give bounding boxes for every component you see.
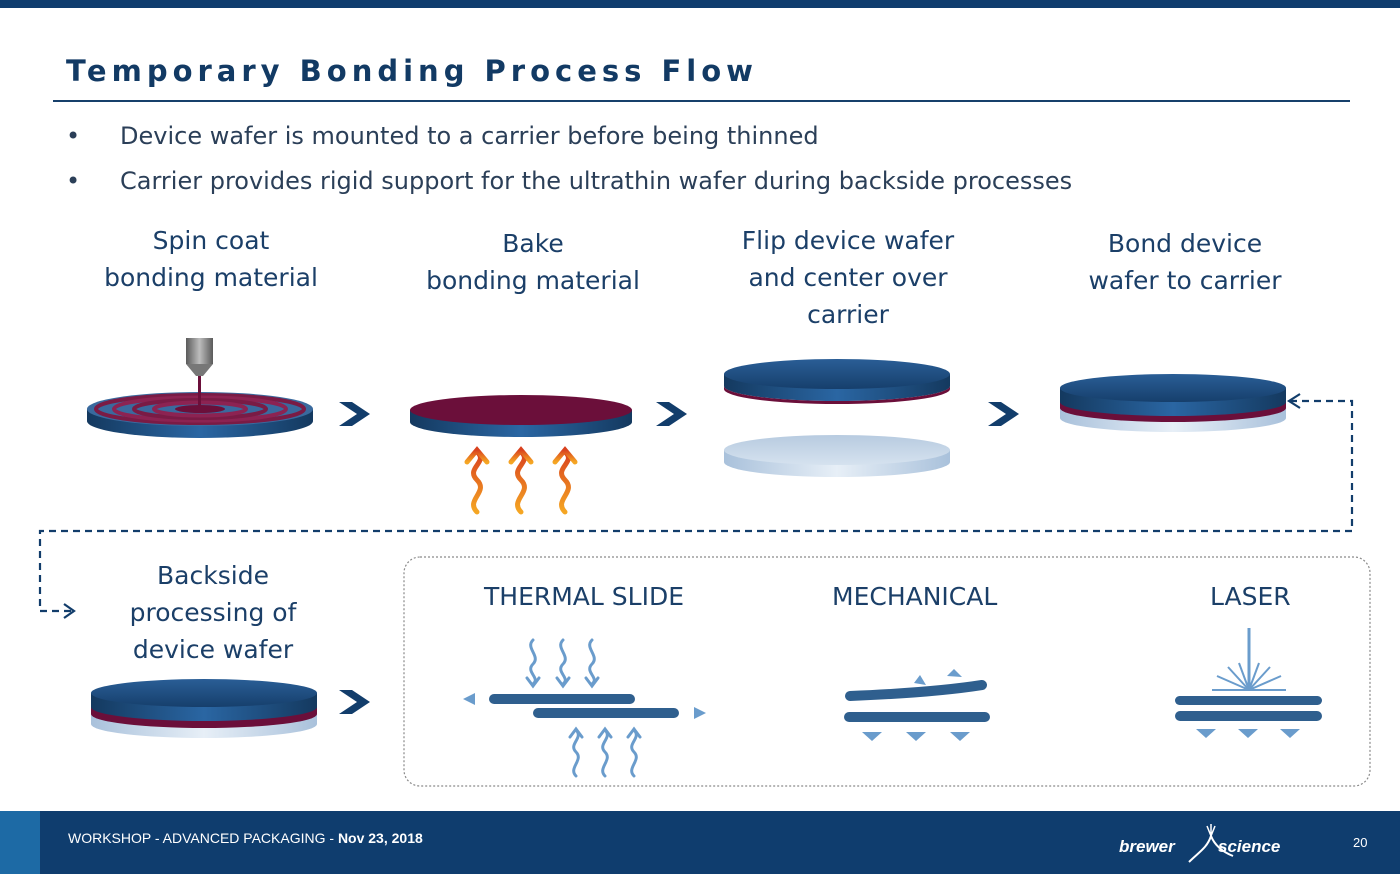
footer-event-text: WORKSHOP - ADVANCED PACKAGING - Nov 23, … xyxy=(68,830,423,846)
step-label-line: Flip device wafer xyxy=(741,226,955,255)
step-label-bond: Bond device wafer to carrier xyxy=(1035,225,1335,299)
slide-title: Temporary Bonding Process Flow xyxy=(66,54,758,88)
chevron-right-icon xyxy=(339,402,370,426)
title-underline xyxy=(53,100,1350,102)
thermal-slide-graphic xyxy=(463,638,706,778)
laser-debond-graphic xyxy=(1175,628,1322,738)
chevron-right-icon xyxy=(656,402,687,426)
brand-logo-right: science xyxy=(1218,837,1281,856)
page-number: 20 xyxy=(1353,835,1368,850)
step-label-line: Bond device xyxy=(1107,229,1263,258)
dashed-flow-connector xyxy=(38,399,1354,613)
brand-logo-left: brewer xyxy=(1119,837,1175,856)
bullet-dot: • xyxy=(66,167,81,195)
step-label-backside: Backside processing of device wafer xyxy=(63,557,363,668)
step-label-line: Backside xyxy=(157,561,269,590)
bullet-text: Carrier provides rigid support for the u… xyxy=(120,167,1073,195)
mechanical-label: MECHANICAL xyxy=(832,582,998,611)
top-accent-bar xyxy=(0,0,1400,8)
laser-label: LASER xyxy=(1210,582,1291,611)
chevron-right-icon xyxy=(339,690,370,714)
step-label-line: carrier xyxy=(807,300,889,329)
step-label-spin-coat: Spin coat bonding material xyxy=(61,222,361,296)
bonded-stack xyxy=(1060,374,1286,432)
bird-logo-icon xyxy=(1188,824,1234,863)
spin-coat-wafer xyxy=(87,368,313,438)
step-label-line: and center over xyxy=(748,263,948,292)
step-label-line: Bake xyxy=(502,229,564,258)
step-label-line: bonding material xyxy=(426,266,640,295)
connector-arrowhead-icon xyxy=(1286,393,1301,409)
footer-date: Nov 23, 2018 xyxy=(337,830,423,846)
flipped-device-wafer xyxy=(724,359,950,404)
connector-arrowhead-icon xyxy=(63,603,76,619)
thermal-slide-label: THERMAL SLIDE xyxy=(484,582,684,611)
step-label-line: Spin coat xyxy=(152,226,270,255)
debond-methods-panel xyxy=(403,556,1371,787)
step-label-flip: Flip device wafer and center over carrie… xyxy=(698,222,998,333)
step-label-bake: Bake bonding material xyxy=(383,225,683,299)
chevron-right-icon xyxy=(988,402,1019,426)
step-label-line: processing of xyxy=(129,598,297,627)
bullet-dot: • xyxy=(66,122,81,150)
footer-event-name: WORKSHOP - ADVANCED PACKAGING - xyxy=(68,830,338,846)
step-label-line: device wafer xyxy=(132,635,294,664)
step-label-line: bonding material xyxy=(104,263,318,292)
backside-stack xyxy=(91,679,317,738)
step-label-line: wafer to carrier xyxy=(1088,266,1282,295)
mechanical-debond-graphic xyxy=(844,669,990,741)
footer-bar xyxy=(0,811,1400,874)
carrier-wafer xyxy=(724,435,950,477)
heat-waves-icon xyxy=(464,446,578,515)
bake-wafer xyxy=(410,395,632,437)
footer-accent-stripe xyxy=(0,811,40,874)
bullet-text: Device wafer is mounted to a carrier bef… xyxy=(120,122,819,150)
dispense-nozzle-icon xyxy=(186,338,213,376)
